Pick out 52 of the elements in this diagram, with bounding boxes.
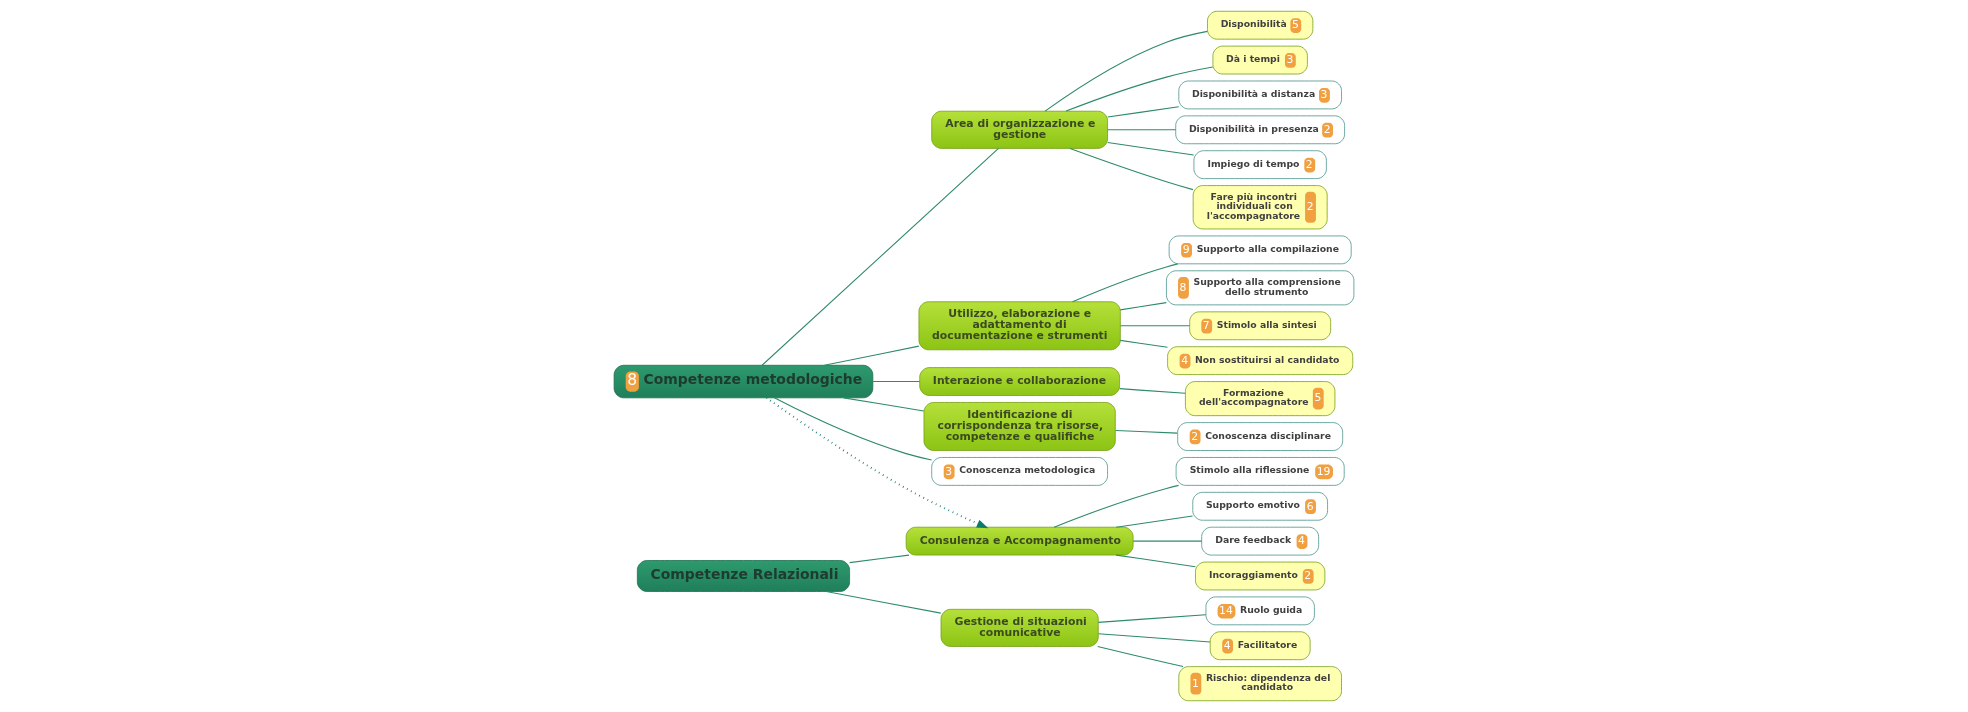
connector [1119, 302, 1167, 311]
connector [1065, 66, 1214, 112]
node-box: Consulenza e Accompagnamento [905, 526, 1134, 556]
node-box: Supporto emotivo 6 [1192, 491, 1328, 521]
connector [1097, 646, 1184, 668]
node-box: 7 Stimolo alla sintesi [1189, 311, 1332, 341]
connector [761, 147, 1000, 366]
node-box: Disponibilità in presenza 2 [1175, 115, 1345, 145]
node-box: Gestione di situazioni comunicative [940, 608, 1099, 647]
node-box: 14 Ruolo guida [1205, 596, 1315, 626]
node-box: Disponibilità 5 [1207, 10, 1314, 40]
node-box: 9 Supporto alla compilazione [1168, 235, 1352, 265]
connector [1072, 263, 1179, 303]
arrow [765, 396, 989, 529]
connector [843, 397, 925, 412]
connector [1132, 540, 1203, 542]
node-box: Incoraggiamento 2 [1195, 561, 1326, 591]
connector [1115, 554, 1196, 568]
connector [773, 397, 933, 461]
node-box: Disponibilità a distanza 3 [1178, 80, 1342, 110]
connector [1107, 142, 1195, 156]
node-box: 8 Supporto alla comprensione dello strumento [1166, 270, 1355, 306]
connector [1107, 106, 1180, 118]
node-box: 4 Facilitatore [1209, 631, 1311, 661]
connector [1119, 325, 1191, 327]
connector [1069, 147, 1194, 191]
connector [823, 345, 920, 366]
node-box: Dà i tempi 3 [1212, 45, 1308, 75]
node-box: Impiego di tempo 2 [1193, 150, 1327, 179]
node-box: Dare feedback 4 [1201, 526, 1320, 556]
connector [1119, 388, 1186, 394]
connector [1115, 515, 1194, 528]
connector [1053, 484, 1180, 528]
node-box: Competenze Relazionali [636, 560, 850, 592]
node-box: 8 Competenze metodologiche [613, 364, 874, 399]
node-box: 4 Non sostituirsi al candidato [1167, 346, 1354, 375]
connector [1044, 30, 1208, 112]
connector [1107, 129, 1177, 131]
connector [1097, 633, 1211, 643]
connector [872, 381, 921, 383]
node-box: 3 Conoscenza metodologica [931, 457, 1108, 486]
node-box: Utilizzo, elaborazione e adattamento di documentazione e strumenti [918, 301, 1121, 351]
node-box: Identificazione di corrispondenza tra risorse, competenze e qualifiche [923, 402, 1116, 451]
connector [849, 554, 910, 564]
node-box: Area di organizzazione e gestione [931, 110, 1108, 149]
connector [1097, 614, 1207, 623]
connector [1115, 429, 1178, 434]
connector [1119, 339, 1168, 348]
node-box: Interazione e collaborazione [919, 367, 1120, 396]
node-box: Stimolo alla riflessione 19 [1175, 457, 1345, 486]
connector [825, 590, 942, 614]
node-box: 2 Conoscenza disciplinare [1177, 422, 1344, 451]
